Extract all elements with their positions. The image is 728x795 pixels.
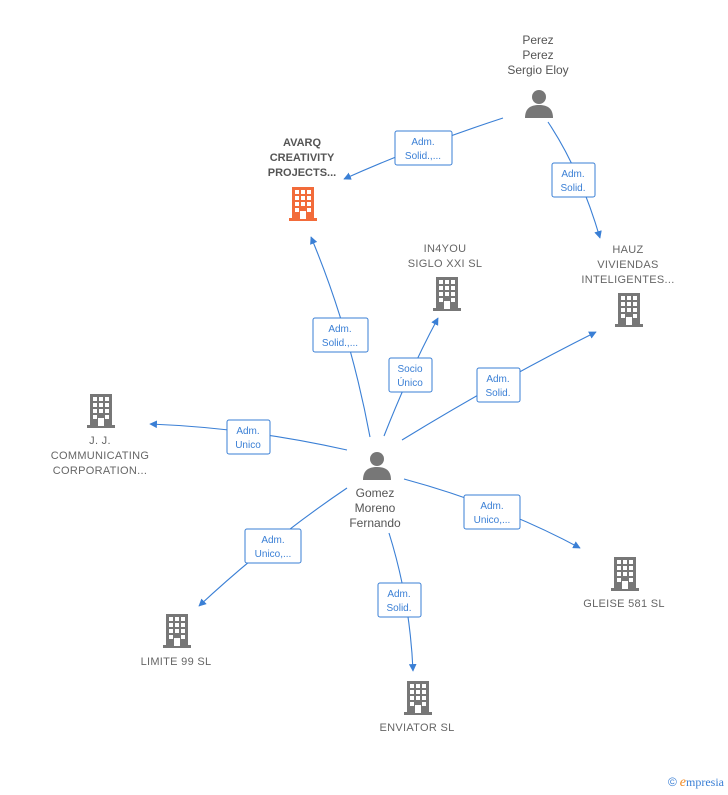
svg-text:Unico: Unico xyxy=(235,440,261,451)
edges xyxy=(149,117,602,672)
node-enviator[interactable]: ENVIATOR SL xyxy=(379,681,454,734)
svg-text:Solid.: Solid. xyxy=(485,388,510,399)
svg-text:Adm.: Adm. xyxy=(486,374,509,385)
brand-logo-initial: e xyxy=(679,775,686,790)
svg-text:Unico,...: Unico,... xyxy=(255,549,292,560)
svg-text:Adm.: Adm. xyxy=(387,589,410,600)
relation-gomez-jj[interactable]: Adm. Unico xyxy=(226,419,271,455)
svg-text:SIGLO XXI SL: SIGLO XXI SL xyxy=(408,258,483,270)
footer-brand: © empresia xyxy=(668,775,724,791)
svg-text:VIVIENDAS: VIVIENDAS xyxy=(597,259,658,271)
svg-text:Adm.: Adm. xyxy=(261,535,284,546)
svg-text:GLEISE 581 SL: GLEISE 581 SL xyxy=(583,598,665,610)
building-icon xyxy=(433,277,461,311)
relation-perez-hauz[interactable]: Adm. Solid. xyxy=(551,162,596,198)
relation-perez-avarq[interactable]: Adm. Solid.,... xyxy=(394,130,453,166)
svg-text:CREATIVITY: CREATIVITY xyxy=(270,152,335,164)
svg-text:Gomez: Gomez xyxy=(356,486,395,500)
svg-text:Adm.: Adm. xyxy=(236,426,259,437)
person-icon xyxy=(363,452,391,480)
brand-logo-text: mpresia xyxy=(686,775,724,789)
svg-text:Solid.: Solid. xyxy=(386,603,411,614)
node-gomez[interactable]: Gomez Moreno Fernando xyxy=(349,452,401,530)
node-hauz[interactable]: HAUZ VIVIENDAS INTELIGENTES... xyxy=(581,244,674,327)
svg-text:IN4YOU: IN4YOU xyxy=(424,243,467,255)
svg-text:Único: Único xyxy=(397,376,423,389)
svg-text:Sergio Eloy: Sergio Eloy xyxy=(507,63,568,77)
svg-text:Solid.,...: Solid.,... xyxy=(322,338,358,349)
relation-gomez-enviator[interactable]: Adm. Solid. xyxy=(377,582,422,618)
relation-gomez-limite[interactable]: Adm. Unico,... xyxy=(244,528,302,564)
svg-text:CORPORATION...: CORPORATION... xyxy=(53,465,147,477)
svg-text:Moreno: Moreno xyxy=(355,501,396,515)
svg-text:Adm.: Adm. xyxy=(561,169,584,180)
relation-gomez-gleise[interactable]: Adm. Unico,... xyxy=(463,494,521,530)
svg-text:PROJECTS...: PROJECTS... xyxy=(268,167,336,179)
person-icon xyxy=(525,90,553,118)
building-icon xyxy=(404,681,432,715)
svg-text:J. J.: J. J. xyxy=(89,435,111,447)
relation-labels: Adm. Solid.,... Adm. Solid. Adm. Solid.,… xyxy=(226,130,596,618)
svg-text:HAUZ: HAUZ xyxy=(612,244,643,256)
relation-gomez-hauz[interactable]: Adm. Solid. xyxy=(476,367,521,403)
copyright-symbol: © xyxy=(667,775,677,789)
svg-text:Fernando: Fernando xyxy=(349,516,401,530)
svg-text:Perez: Perez xyxy=(522,48,553,62)
building-icon xyxy=(163,614,191,648)
building-icon xyxy=(611,557,639,591)
node-gleise[interactable]: GLEISE 581 SL xyxy=(583,557,665,610)
building-icon xyxy=(289,187,317,221)
node-avarq[interactable]: AVARQ CREATIVITY PROJECTS... xyxy=(268,137,336,221)
svg-text:Adm.: Adm. xyxy=(328,324,351,335)
building-icon xyxy=(87,394,115,428)
relation-gomez-in4you[interactable]: Socio Único xyxy=(388,357,433,393)
svg-text:Adm.: Adm. xyxy=(411,137,434,148)
svg-text:Perez: Perez xyxy=(522,33,553,47)
svg-text:Solid.: Solid. xyxy=(560,183,585,194)
svg-text:Socio: Socio xyxy=(397,364,422,375)
svg-text:Adm.: Adm. xyxy=(480,501,503,512)
svg-text:INTELIGENTES...: INTELIGENTES... xyxy=(581,274,674,286)
node-limite[interactable]: LIMITE 99 SL xyxy=(141,614,212,668)
svg-text:Unico,...: Unico,... xyxy=(474,515,511,526)
node-in4you[interactable]: IN4YOU SIGLO XXI SL xyxy=(408,243,483,311)
svg-text:Solid.,...: Solid.,... xyxy=(405,151,441,162)
svg-text:ENVIATOR SL: ENVIATOR SL xyxy=(379,722,454,734)
node-perez[interactable]: Perez Perez Sergio Eloy xyxy=(507,33,569,118)
node-jj[interactable]: J. J. COMMUNICATING CORPORATION... xyxy=(51,394,149,477)
svg-text:COMMUNICATING: COMMUNICATING xyxy=(51,450,149,462)
svg-text:LIMITE 99 SL: LIMITE 99 SL xyxy=(141,656,212,668)
svg-text:AVARQ: AVARQ xyxy=(283,137,322,149)
building-icon xyxy=(615,293,643,327)
relation-gomez-avarq[interactable]: Adm. Solid.,... xyxy=(312,317,369,353)
